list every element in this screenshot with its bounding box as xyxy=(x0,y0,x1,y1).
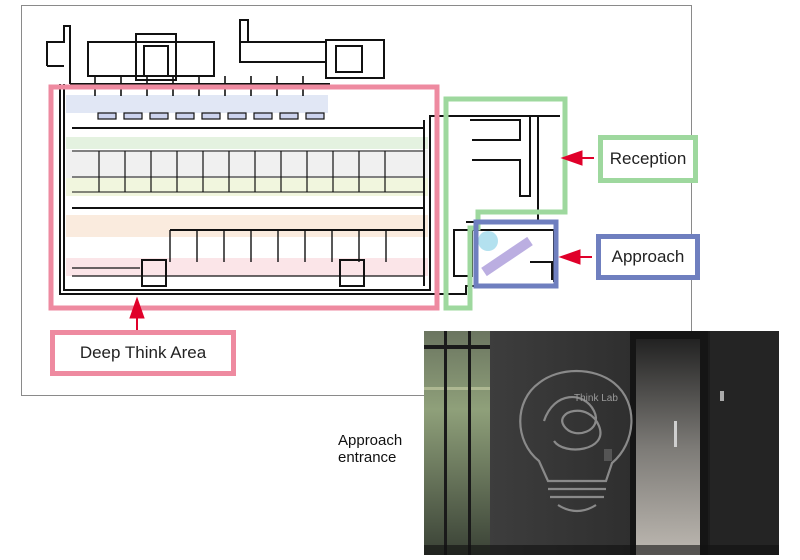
reception-label: Reception xyxy=(609,149,687,168)
zone-bands xyxy=(66,95,428,276)
deep-think-label: Deep Think Area xyxy=(79,343,207,362)
deep-think-callout: Deep Think Area xyxy=(50,330,236,376)
photo-caption: Approach entrance xyxy=(338,432,428,466)
deep-think-arrow xyxy=(129,296,145,330)
approach-arrow xyxy=(558,249,592,265)
entrance-photo: Think Lab xyxy=(424,331,779,555)
caption-line-2: entrance xyxy=(338,449,397,466)
approach-zone xyxy=(473,219,559,289)
logo-text: Think Lab xyxy=(574,393,618,404)
reception-callout: Reception xyxy=(598,135,698,183)
caption-line-1: Approach xyxy=(338,432,403,449)
approach-callout: Approach xyxy=(596,234,700,280)
deep-think-zone xyxy=(48,84,440,311)
reception-arrow xyxy=(560,150,594,166)
approach-label: Approach xyxy=(611,247,685,266)
